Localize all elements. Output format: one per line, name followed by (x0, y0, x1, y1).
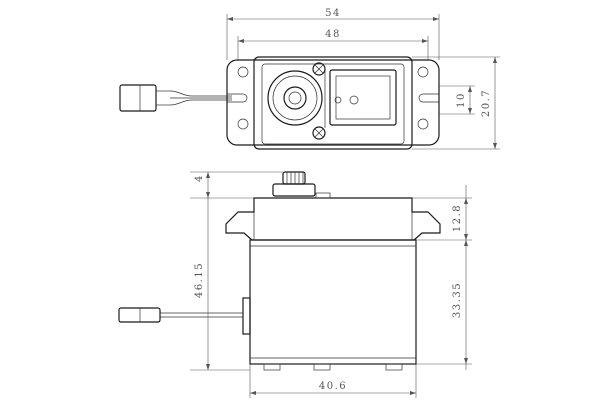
dim-label-4: 4 (194, 174, 205, 182)
dim-label-54: 54 (325, 8, 341, 19)
dim-label-48: 48 (325, 29, 341, 40)
dim-mounting-width: 48 (237, 29, 429, 60)
cable-connector-top (119, 84, 232, 112)
side-view: 4 46.15 12.8 33.35 (118, 171, 472, 398)
mounting-flange (226, 59, 440, 146)
top-view: 54 48 (119, 8, 500, 150)
case-top (253, 56, 413, 150)
dim-label-20-7: 20.7 (481, 89, 492, 117)
upper-body (225, 192, 441, 241)
dim-label-12-8: 12.8 (452, 204, 463, 232)
lower-body (249, 239, 417, 371)
dim-label-10: 10 (456, 92, 467, 108)
dim-body-width: 40.6 (249, 364, 417, 398)
dim-lower-height: 33.35 (416, 240, 472, 365)
dim-horn-height: 4 (190, 171, 283, 199)
dim-body-depth: 20.7 (412, 56, 500, 150)
dim-overall-height: 46.15 (190, 198, 250, 371)
dim-label-33-35: 33.35 (452, 282, 463, 318)
output-spline (272, 171, 316, 197)
dim-hole-spacing: 10 (439, 85, 475, 115)
dim-label-46-15: 46.15 (194, 262, 205, 298)
cable-connector-side (118, 297, 251, 335)
dim-flange-height: 12.8 (412, 185, 472, 370)
dim-label-40-6: 40.6 (319, 381, 347, 392)
dim-overall-width: 54 (226, 8, 440, 60)
